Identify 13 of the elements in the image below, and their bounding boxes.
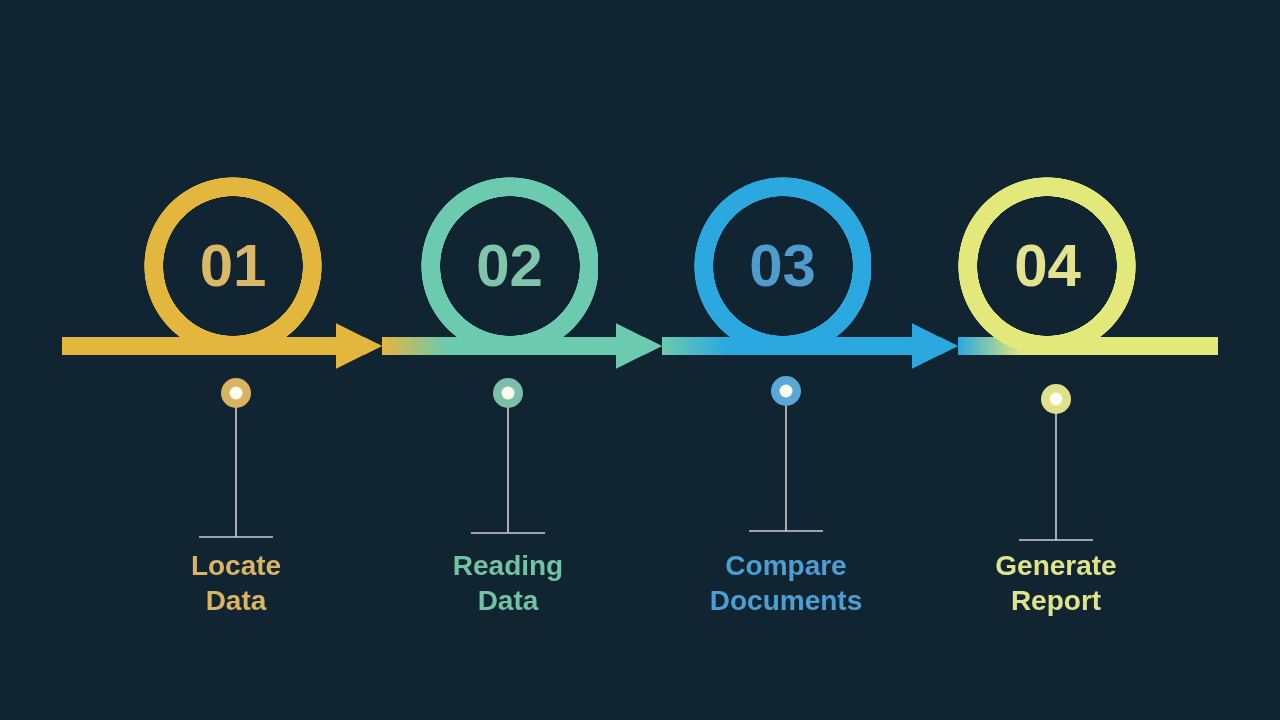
step-number: 02: [476, 236, 543, 296]
step-label: Locate Data: [190, 549, 282, 618]
ribbon-arrow: [598, 323, 662, 369]
step-label: Reading Data: [452, 549, 564, 618]
ribbon-line: [1137, 337, 1218, 355]
step-number: 01: [199, 236, 267, 296]
step-label: Generate Report: [995, 549, 1117, 618]
step-number: 04: [1014, 236, 1081, 296]
ribbon-arrow: [871, 323, 958, 369]
step-number: 03: [749, 236, 816, 296]
ribbon-line: [62, 337, 144, 355]
ribbon-arrow: [322, 323, 382, 369]
step-label: Compare Documents: [709, 549, 863, 618]
